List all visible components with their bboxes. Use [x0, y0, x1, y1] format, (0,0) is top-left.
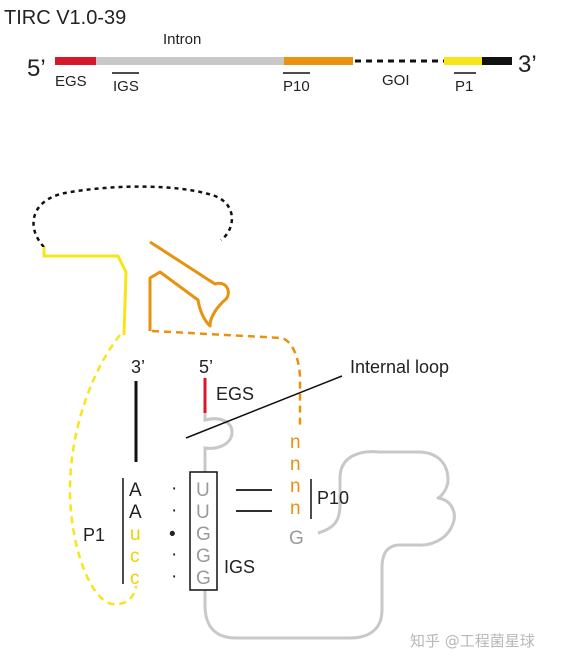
diagram-title: TIRC V1.0-39 — [4, 7, 126, 29]
pair-mark-3: • — [169, 524, 176, 545]
egs-structure-label: EGS — [216, 384, 254, 404]
igs-nucleotide-4: G — [196, 546, 211, 567]
orange-dashed-connector — [151, 329, 302, 425]
igs-nucleotide-5: G — [196, 568, 211, 589]
orange-hairpin — [148, 240, 230, 331]
p1-nucleotide-2: A — [129, 502, 142, 523]
linear-3prime-label: 3’ — [518, 51, 537, 78]
internal-loop-bump — [203, 413, 234, 472]
igs-nucleotide-2: U — [196, 502, 210, 523]
p1-nucleotide-4: c — [130, 546, 140, 567]
igs-linear-label: IGS — [113, 78, 139, 95]
internal-loop-label: Internal loop — [350, 357, 449, 377]
goi-dashed-loop — [32, 185, 234, 248]
igs-nucleotide-3: G — [196, 524, 211, 545]
goi-linear-label: GOI — [382, 72, 410, 89]
intron-label: Intron — [163, 31, 201, 48]
watermark-text: 知乎 @工程菌星球 — [410, 632, 535, 650]
pair-mark-5: · — [171, 566, 177, 587]
pair-mark-4: · — [171, 544, 177, 565]
igs-box — [189, 471, 218, 591]
structure-3prime-label: 3’ — [131, 357, 145, 377]
yellow-stem-line — [42, 247, 128, 336]
igs-structure-label: IGS — [224, 557, 255, 577]
p10-nucleotide-1: n — [290, 432, 301, 453]
p10-linear-label: P10 — [283, 78, 310, 95]
internal-loop-pointer — [185, 375, 343, 439]
p1-nucleotide-1: A — [129, 480, 142, 501]
egs-linear-label: EGS — [55, 73, 87, 90]
g-nucleotide: G — [289, 528, 304, 549]
structure-5prime-label: 5’ — [199, 357, 213, 377]
pair-mark-1: · — [171, 478, 177, 499]
gray-intron-loop — [203, 450, 456, 640]
p10-structure-label: P10 — [317, 488, 349, 508]
p1-nucleotide-5: c — [130, 568, 140, 589]
pair-mark-2: · — [171, 500, 177, 521]
linear-5prime-label: 5’ — [27, 55, 46, 82]
p10-nucleotide-3: n — [290, 476, 301, 497]
igs-nucleotide-1: U — [196, 480, 210, 501]
p1-structure-label: P1 — [83, 525, 105, 545]
yellow-dashed-connector — [68, 334, 138, 606]
p10-nucleotide-2: n — [290, 454, 301, 475]
p10-nucleotide-4: n — [290, 498, 301, 519]
p1-linear-label: P1 — [455, 78, 473, 95]
p1-nucleotide-3: u — [130, 524, 141, 545]
